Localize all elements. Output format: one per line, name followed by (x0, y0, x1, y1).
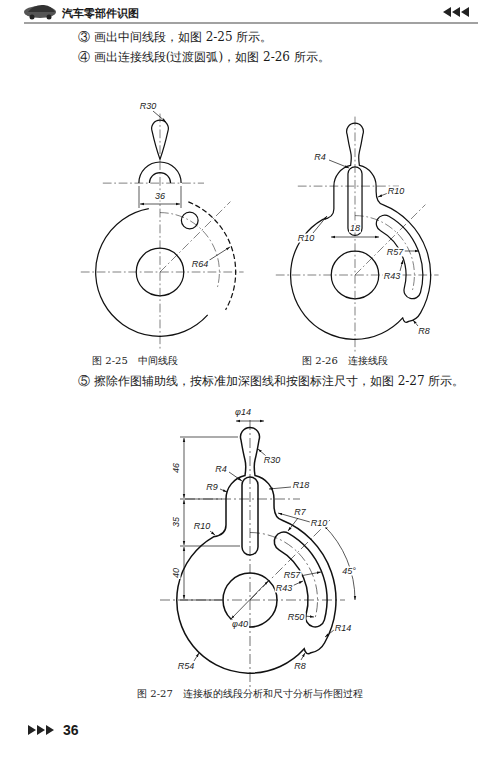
dimension-label: R54 (177, 662, 196, 671)
dimension-label: R8 (417, 327, 431, 336)
dimension-label: φ14 (234, 408, 252, 417)
dimension-label: R10 (387, 187, 406, 196)
header-title: 汽车零部件识图 (62, 8, 139, 19)
dimension-label: R10 (297, 234, 316, 243)
dimension-label: R50 (287, 613, 306, 622)
figure-2-25 (81, 114, 244, 352)
body-text: ④ 画出连接线段(过渡圆弧)，如图 2-26 所示。 (78, 51, 330, 63)
dimension-lines-2-27 (180, 421, 355, 661)
dimension-label: 46 (172, 462, 181, 474)
body-text: ③ 画出中间线段，如图 2-25 所示。 (78, 31, 272, 43)
dimension-label: R57 (386, 248, 405, 257)
figure-2-26 (276, 117, 439, 355)
figure-caption: 图 2-25 中间线段 (92, 356, 178, 366)
dimension-label: R10 (193, 522, 212, 531)
page-number: 36 (62, 723, 80, 737)
dimension-label: 18 (349, 224, 361, 233)
dimension-label: R7 (293, 508, 307, 517)
figure-2-27 (160, 420, 345, 690)
figure-caption: 图 2-27 连接板的线段分析和尺寸分析与作图过程 (137, 689, 363, 699)
dimension-label: 40 (172, 567, 181, 579)
figure-caption: 图 2-26 连接线段 (302, 356, 388, 366)
body-text: ⑤ 擦除作图辅助线，按标准加深图线和按图标注尺寸，如图 2-27 所示。 (78, 375, 464, 387)
dimension-label: 45° (341, 567, 357, 576)
dimension-label: R43 (275, 584, 294, 593)
footer-marks (28, 725, 54, 735)
dimension-label: 35 (172, 516, 181, 528)
dimension-lines-2-25 (139, 111, 230, 261)
dimension-label: R8 (293, 662, 307, 671)
dimension-label: 36 (154, 192, 166, 201)
page-header (24, 5, 478, 23)
dimension-label: R4 (214, 465, 228, 474)
dimension-label: R43 (383, 272, 402, 281)
dimension-label: R57 (283, 571, 302, 580)
dimension-label: R4 (313, 153, 327, 162)
dimension-label: R18 (292, 481, 311, 490)
dimension-label: R30 (139, 102, 158, 111)
dimension-lines-2-26 (313, 160, 419, 326)
dimension-label: φ40 (231, 620, 249, 629)
dimension-label: R9 (205, 483, 219, 492)
dimension-label: R14 (334, 624, 353, 633)
dimension-label: R10 (310, 519, 329, 528)
dimension-label: R64 (191, 260, 210, 269)
dimension-label: R30 (263, 456, 282, 465)
